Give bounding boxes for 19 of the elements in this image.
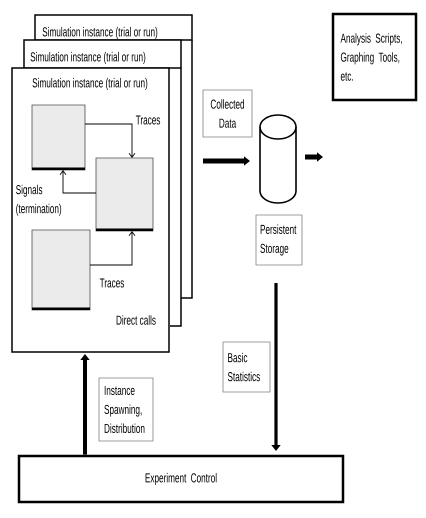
edge-label: Signals (termination)	[16, 184, 62, 216]
database-cylinder	[259, 114, 297, 204]
process-box	[32, 230, 90, 310]
text-box: Basic Statistics	[222, 342, 270, 392]
process-box	[96, 158, 154, 232]
container-box: Simulation instance (trial or run)	[34, 14, 193, 41]
arrow	[90, 231, 136, 266]
text-box: Instance Spawning, Distribution	[98, 378, 154, 442]
process-box	[32, 104, 86, 170]
edge-label: Traces	[100, 278, 124, 288]
text-box: Analysis Scripts, Graphing Tools, etc.	[332, 12, 418, 102]
note-text: Direct calls	[116, 315, 156, 325]
container-box: Simulation instance (trial or run)	[23, 39, 182, 69]
text-box: Collected Data	[202, 90, 252, 138]
arrow	[84, 124, 136, 158]
text-box: Persistent Storage	[256, 214, 302, 266]
edge-label: Traces	[136, 115, 160, 125]
text-box: Experiment Control	[18, 454, 344, 504]
arrow	[60, 170, 96, 194]
